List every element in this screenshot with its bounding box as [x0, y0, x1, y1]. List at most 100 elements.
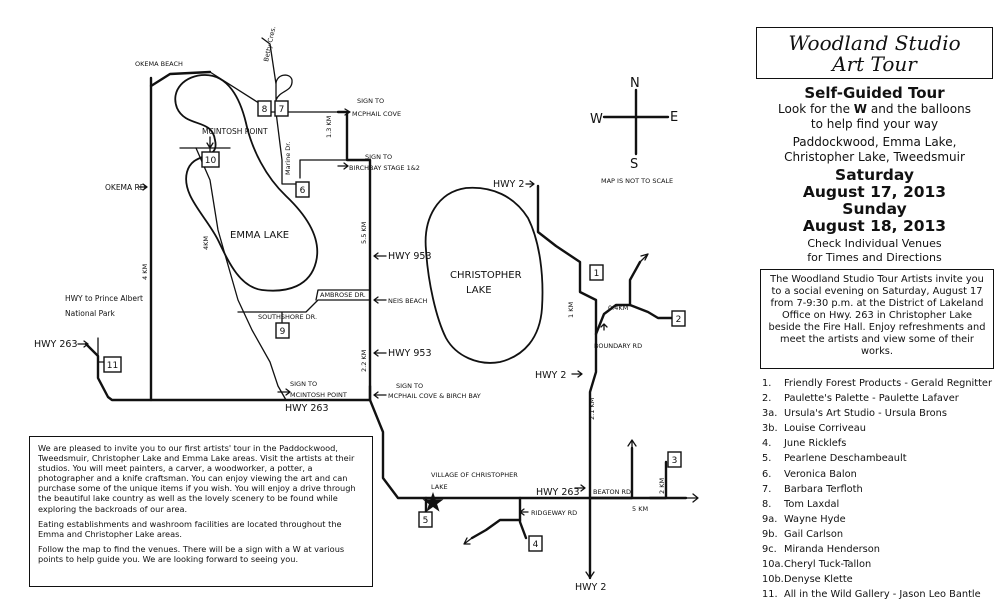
artist-number: 3a. [762, 408, 778, 420]
artist-name: All in the Wild Gallery - Jason Leo Bant… [784, 589, 981, 601]
betty-crescent [261, 37, 293, 113]
hwy263-west-label: HWY 263 [34, 339, 78, 350]
road-to-2 [628, 303, 674, 320]
arrow-neis [373, 296, 387, 304]
dist-1-3-label: 1.3 KM [325, 116, 333, 138]
village-label-2: LAKE [431, 483, 448, 491]
artist-list-item: 3a. Ursula's Art Studio - Ursula Brons [762, 406, 998, 421]
arrow-road-4-west [463, 537, 473, 545]
ambrose-dr-label: AMBROSE DR. [320, 291, 366, 299]
svg-text:10: 10 [205, 156, 217, 166]
map-scale-note: MAP IS NOT TO SCALE [601, 177, 673, 185]
day-1: Saturday [835, 166, 914, 184]
dist-4-west-label: 4 KM [141, 264, 149, 280]
hwy953-a-label: HWY 953 [388, 251, 432, 262]
hwy263-mid-label: HWY 263 [285, 403, 329, 414]
hwy-263-east [368, 398, 688, 500]
svg-text:9: 9 [280, 327, 286, 337]
mcintosh-point-label: MCINTOSH POINT [202, 127, 268, 136]
arrow-hwy953-a [373, 252, 387, 260]
artist-number: 10a. [762, 559, 784, 571]
arrow-okema-rd [138, 183, 148, 191]
ambrose-drive [315, 289, 371, 301]
area-line-1: Paddockwood, Emma Lake, [792, 135, 957, 149]
svg-text:8: 8 [262, 105, 268, 115]
neis-beach-label: NEIS BEACH [388, 297, 428, 305]
arrow-mcintosh [277, 388, 291, 396]
hwy2-mid-label: HWY 2 [535, 370, 566, 381]
venue-marker-6: 6 [295, 181, 310, 198]
artist-list-item: 10a.Cheryl Tuck-Tallon [762, 557, 998, 572]
artist-number: 9b. [762, 528, 778, 540]
hwy-2 [536, 184, 598, 580]
artist-number: 10b. [762, 574, 784, 586]
road-to-birchbay [299, 159, 348, 179]
sign-birch-label-2: MCPHAIL COVE & BIRCH BAY [388, 392, 481, 400]
betty-cres-label: Betty Cres. [262, 26, 277, 63]
svg-text:3: 3 [672, 456, 678, 466]
venue-marker-1: 1 [589, 264, 604, 281]
compass-rose: N S E W [590, 76, 678, 172]
artist-list-item: 1.Friendly Forest Products - Gerald Regn… [762, 376, 998, 391]
southshore-dr-label: SOUTHSHORE DR. [258, 313, 317, 321]
arrow-hwy953-b [373, 349, 387, 357]
beaton-rd-label: BEATON RD [593, 488, 631, 496]
arrow-hwy263-west [77, 340, 89, 348]
sign-birch-label-1: SIGN TO [396, 382, 423, 390]
artist-list-item: 4.June Ricklefs [762, 436, 998, 451]
area-line-2: Christopher Lake, Tweedsmuir [784, 150, 965, 164]
artist-number: 6. [762, 468, 772, 480]
date-2: August 18, 2013 [802, 217, 947, 235]
road-to-4 [470, 518, 522, 540]
artist-name: Miranda Henderson [784, 544, 880, 556]
svg-text:11: 11 [107, 361, 118, 371]
christopher-lake [424, 186, 544, 364]
artist-number: 5. [762, 453, 772, 465]
artist-number: 1. [762, 378, 772, 389]
arrow-mcphail [337, 108, 351, 116]
sign-birchbay-label-2: BIRCHBAY STAGE 1&2 [349, 164, 420, 172]
title-line-2: Art Tour [832, 52, 917, 76]
arrow-boundary [600, 323, 608, 331]
venue-marker-2: 2 [671, 310, 686, 327]
tour-heading: Self-Guided Tour [804, 84, 945, 102]
tour-info: Self-Guided Tour Look for the W and the … [756, 84, 993, 265]
hwy-pa-label-1: HWY to Prince Albert [65, 294, 143, 303]
date-1: August 17, 2013 [802, 183, 947, 201]
artist-name: Wayne Hyde [784, 513, 846, 525]
arrow-beaton [627, 439, 637, 449]
hwy953-b-label: HWY 953 [388, 348, 432, 359]
artist-name: Pearlene Deschambeault [784, 453, 907, 465]
artist-name: June Ricklefs [784, 438, 847, 450]
artist-name: Ursula's Art Studio - Ursula Brons [784, 408, 947, 420]
marine-drive [275, 111, 301, 185]
boundary-rd-label: BOUNDARY RD [594, 342, 642, 350]
ridgeway-rd-label: RIDGEWAY RD [531, 509, 577, 517]
svg-text:2: 2 [676, 315, 682, 325]
village-star-icon [422, 492, 444, 512]
artist-list-item: 10b.Denyse Klette [762, 572, 998, 587]
artist-list-item: 9b.Gail Carlson [762, 527, 998, 542]
artist-number: 11. [762, 589, 778, 601]
ridgeway-road [518, 496, 528, 540]
svg-text:1: 1 [594, 269, 600, 279]
emma-lake-label: EMMA LAKE [230, 230, 289, 241]
southshore-drive [237, 299, 371, 323]
artist-list-item: 6.Veronica Balon [762, 467, 998, 482]
venue-marker-8: 8 [257, 100, 272, 117]
artist-list-item: 3b.Louise Corriveau [762, 421, 998, 436]
hwy-pa-label-2: National Park [65, 309, 116, 318]
day-2: Sunday [842, 200, 907, 218]
dist-0-4-label: 0.4KM [608, 304, 628, 312]
welcome-paragraph-3: Follow the map to find the venues. There… [38, 543, 345, 564]
look-for-line-2: to help find your way [810, 117, 939, 131]
okema-rd-label: OKEMA RD [105, 183, 146, 192]
artist-number: 9a. [762, 513, 778, 525]
look-for-line: Look for the W and the balloons [778, 102, 971, 116]
venue-marker-10: 10 [201, 151, 220, 168]
dist-1-km-label: 1 KM [567, 302, 575, 318]
welcome-paragraph-1: We are pleased to invite you to our firs… [38, 443, 356, 514]
social-evening-invitation: The Woodland Studio Tour Artists invite … [760, 269, 994, 369]
arrow-hwy2-north [639, 253, 649, 263]
